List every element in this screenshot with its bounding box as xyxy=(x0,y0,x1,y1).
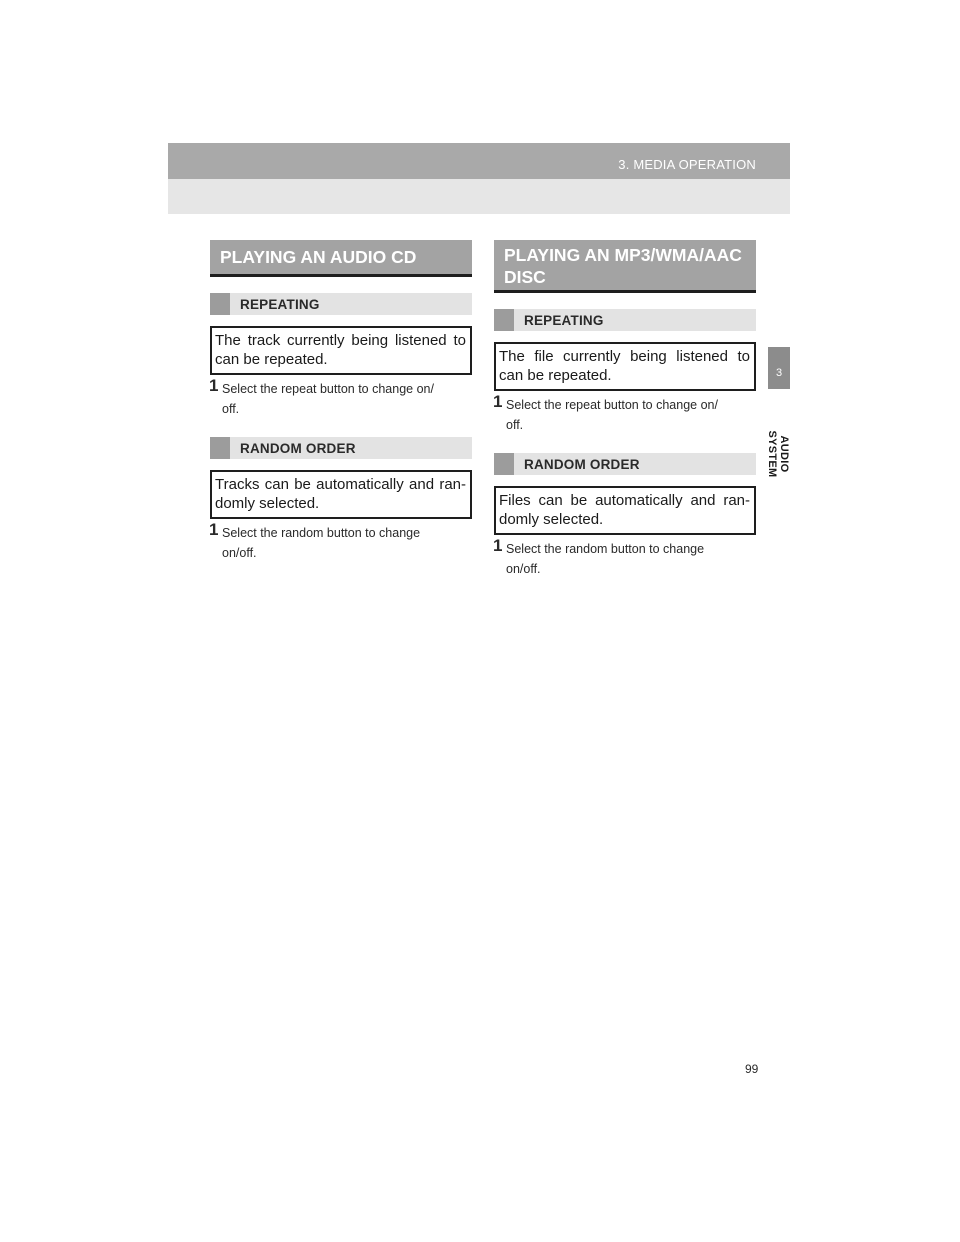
left-column: PLAYING AN AUDIO CD REPEATING The track … xyxy=(209,240,472,563)
step-number: 1 xyxy=(493,536,503,555)
chapter-tab: 3 xyxy=(768,347,790,389)
step-text-cont: on/off. xyxy=(506,562,541,576)
step-text: Select the random button to change xyxy=(222,526,421,540)
info-box: The file currently being listened to can… xyxy=(494,342,756,391)
step-text-cont: off. xyxy=(222,402,240,416)
step-text: Select the random button to change xyxy=(506,542,705,556)
subheading-marker xyxy=(494,453,514,475)
subheading-marker xyxy=(210,293,230,315)
step-text: Select the repeat button to change on/ xyxy=(222,382,434,396)
page-header: 3. MEDIA OPERATION xyxy=(168,143,790,214)
section-heading-mp3-disc: PLAYING AN MP3/WMA/AAC DISC xyxy=(494,240,756,293)
subheading-marker xyxy=(494,309,514,331)
step-text: Select the repeat button to change on/ xyxy=(506,398,718,412)
subheading-label: RANDOM ORDER xyxy=(240,441,356,456)
subheading-random: RANDOM ORDER xyxy=(210,437,472,459)
step-item: 1 Select the repeat button to change on/… xyxy=(209,376,472,419)
info-box: Files can be automatically and ran-domly… xyxy=(494,486,756,535)
subheading-random: RANDOM ORDER xyxy=(494,453,756,475)
subheading-repeating: REPEATING xyxy=(494,309,756,331)
section-heading-line2: DISC xyxy=(504,267,546,287)
subheading-label: REPEATING xyxy=(240,297,320,312)
section-heading-audio-cd: PLAYING AN AUDIO CD xyxy=(210,240,472,277)
step-text-cont: on/off. xyxy=(222,546,257,560)
chapter-number: 3 xyxy=(775,367,783,379)
subheading-marker xyxy=(210,437,230,459)
step-number: 1 xyxy=(209,520,219,539)
step-item: 1 Select the repeat button to change on/… xyxy=(493,392,756,435)
step-item: 1 Select the random button to change on/… xyxy=(493,536,756,579)
right-column: PLAYING AN MP3/WMA/AAC DISC REPEATING Th… xyxy=(493,240,756,579)
section-heading-line1: PLAYING AN MP3/WMA/AAC xyxy=(504,245,742,265)
info-box: Tracks can be automatically and ran-doml… xyxy=(210,470,472,519)
subheading-label: REPEATING xyxy=(524,313,604,328)
page-number: 99 xyxy=(745,1062,759,1076)
header-strip: 3. MEDIA OPERATION xyxy=(168,143,790,179)
step-item: 1 Select the random button to change on/… xyxy=(209,520,472,563)
subheading-label: RANDOM ORDER xyxy=(524,457,640,472)
step-number: 1 xyxy=(209,376,219,395)
info-box: The track currently being listened to ca… xyxy=(210,326,472,375)
section-title: 3. MEDIA OPERATION xyxy=(618,157,756,172)
step-text-cont: off. xyxy=(506,418,524,432)
subheading-repeating: REPEATING xyxy=(210,293,472,315)
chapter-label: AUDIO SYSTEM xyxy=(766,430,790,478)
step-number: 1 xyxy=(493,392,503,411)
